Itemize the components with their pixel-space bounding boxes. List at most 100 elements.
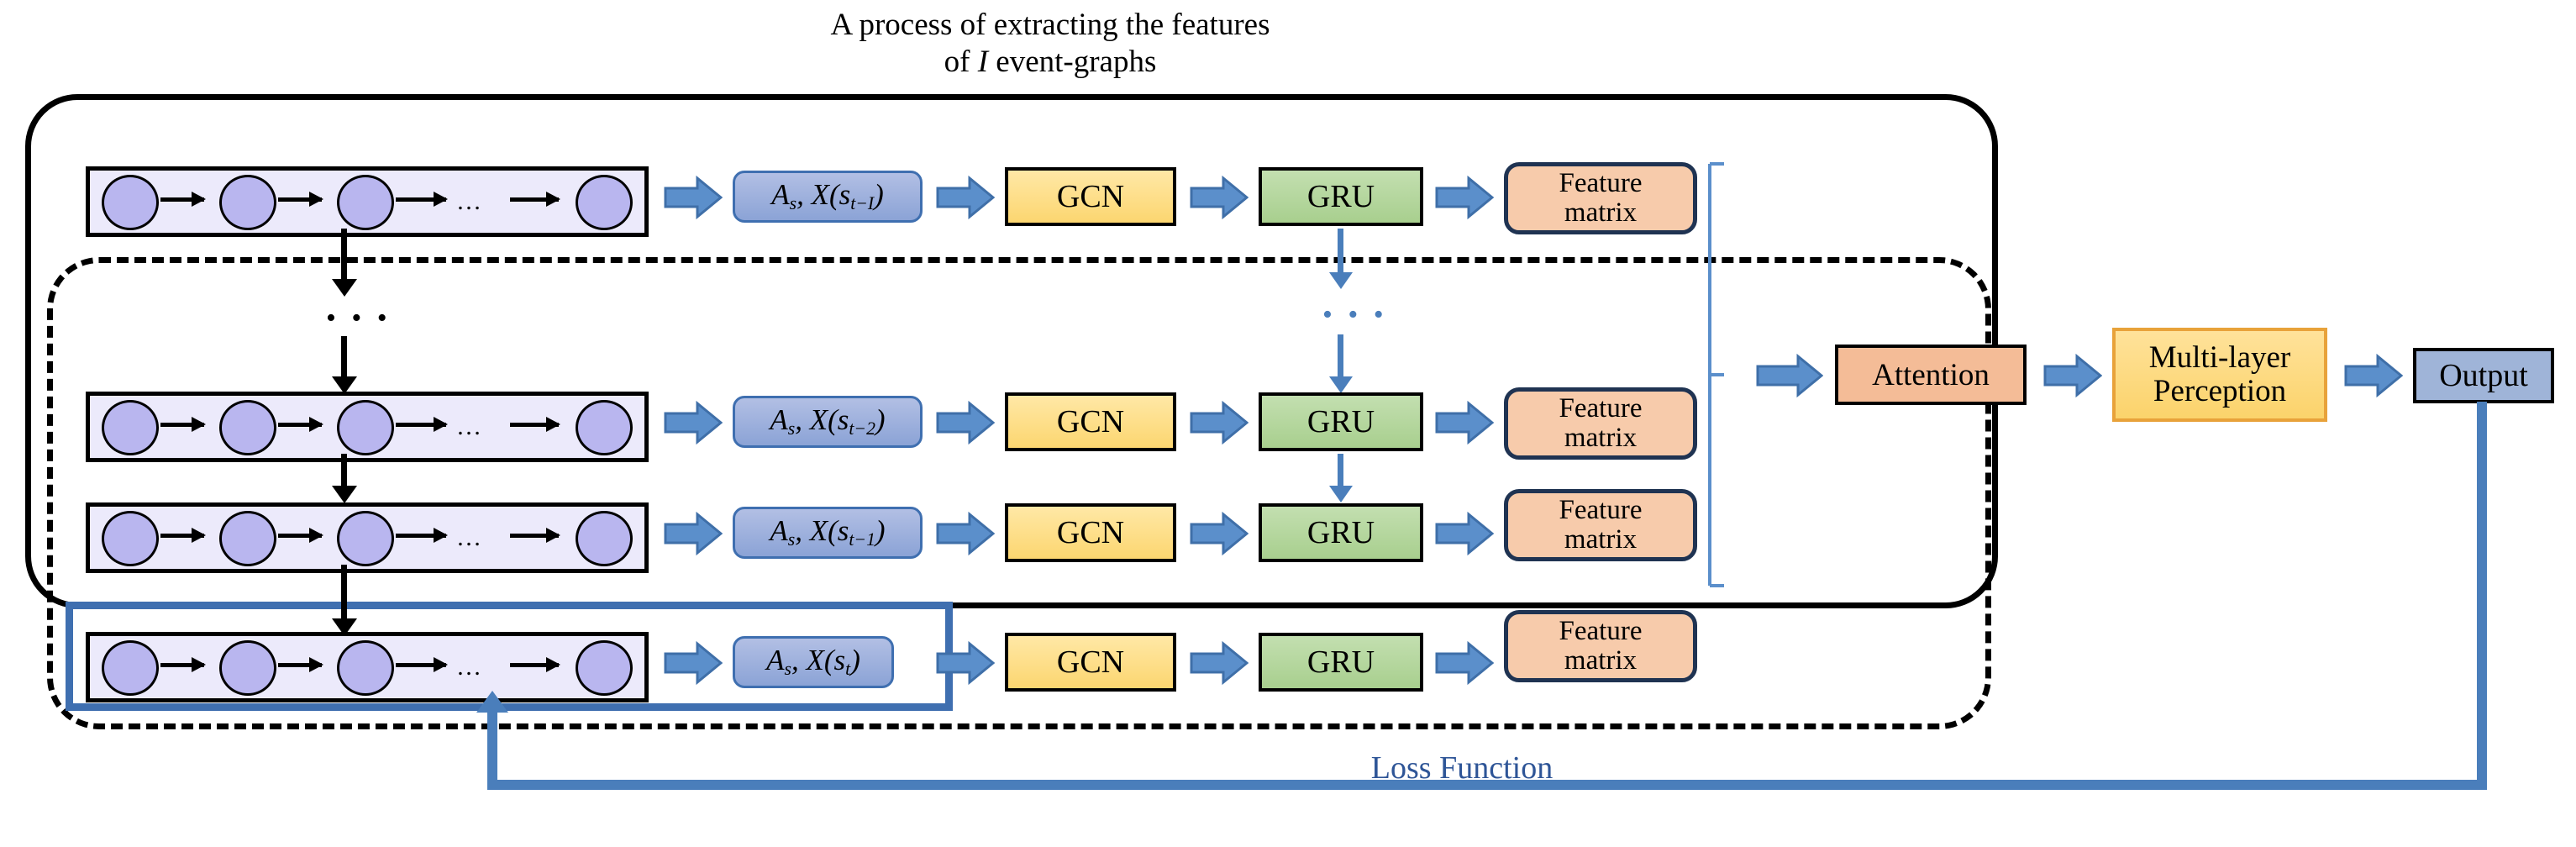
input-formula-box: As, X(st−I)	[733, 171, 923, 223]
event-node	[337, 400, 394, 455]
output-label: Output	[2439, 358, 2528, 393]
gru-label: GRU	[1306, 515, 1375, 550]
event-node	[219, 640, 276, 696]
gcn-box: GCN	[1005, 503, 1176, 562]
flow-arrow	[1190, 175, 1249, 220]
event-graph-strip: …	[86, 166, 649, 237]
gcn-label: GCN	[1056, 179, 1125, 214]
feature-matrix-box: Feature matrix	[1504, 387, 1697, 460]
graph-chain-arrowhead	[332, 486, 357, 503]
feature-line-2: matrix	[1564, 423, 1638, 453]
feature-line-1: Feature	[1559, 393, 1643, 424]
gcn-label: GCN	[1056, 515, 1125, 550]
feature-line-1: Feature	[1559, 495, 1643, 526]
event-graph-ellipsis: …	[456, 413, 485, 440]
gru-box: GRU	[1259, 167, 1423, 226]
event-edge-arrow	[510, 192, 560, 207]
event-node	[102, 400, 159, 455]
event-node	[219, 511, 276, 566]
mlp-box: Multi-layer Perception	[2112, 328, 2327, 422]
inner-dashed-container	[47, 257, 1991, 729]
event-graph-strip: …	[86, 632, 649, 702]
event-graph-strip: …	[86, 502, 649, 573]
loss-path-arrowhead	[476, 691, 508, 713]
flow-arrow	[1190, 511, 1249, 556]
attention-label: Attention	[1872, 357, 1990, 392]
gru-chain-ellipsis: • • •	[1322, 299, 1388, 330]
feature-matrix-box: Feature matrix	[1504, 162, 1697, 234]
flow-arrow	[1435, 400, 1494, 445]
event-edge-arrow	[510, 657, 560, 672]
event-edge-arrow	[396, 417, 448, 432]
feature-line-2: matrix	[1564, 524, 1638, 555]
graph-chain-line	[341, 454, 347, 489]
graph-chain-line	[341, 336, 347, 378]
feature-line-2: matrix	[1564, 645, 1638, 676]
flow-arrow	[936, 175, 995, 220]
feature-line-2: matrix	[1564, 197, 1638, 228]
gru-label: GRU	[1306, 404, 1375, 439]
formula-text: As, X(st−I)	[771, 178, 884, 214]
graph-chain-arrowhead	[332, 279, 357, 297]
input-formula-box: As, X(st−2)	[733, 396, 923, 448]
flow-arrow	[1190, 400, 1249, 445]
gcn-box: GCN	[1005, 633, 1176, 692]
event-node	[576, 175, 633, 230]
flow-arrow	[1435, 511, 1494, 556]
event-edge-arrow	[510, 528, 560, 543]
graph-chain-line	[341, 565, 347, 622]
gru-chain-line	[1338, 229, 1343, 274]
event-edge-arrow	[160, 417, 206, 432]
input-formula-box: As, X(st)	[733, 636, 894, 688]
event-node	[102, 640, 159, 696]
event-node	[576, 400, 633, 455]
diagram-title: A process of extracting the features of …	[723, 7, 1378, 80]
gru-box: GRU	[1259, 392, 1423, 451]
event-graph-strip: …	[86, 392, 649, 462]
gru-label: GRU	[1306, 644, 1375, 680]
title-line-2: of I event-graphs	[944, 44, 1157, 79]
event-node	[102, 511, 159, 566]
event-graph-ellipsis: …	[456, 653, 485, 681]
graph-chain-line	[341, 229, 347, 281]
loss-path-horizontal	[487, 780, 2487, 790]
gru-chain-arrowhead	[1329, 486, 1353, 502]
feature-matrix-box: Feature matrix	[1504, 610, 1697, 682]
gru-chain-arrowhead	[1329, 272, 1353, 289]
event-edge-arrow	[278, 192, 323, 207]
gcn-box: GCN	[1005, 167, 1176, 226]
flow-arrow	[936, 640, 995, 686]
event-node	[102, 175, 159, 230]
flow-arrow	[664, 640, 723, 686]
formula-text: As, X(st−2)	[770, 403, 886, 439]
formula-text: As, X(st)	[766, 644, 860, 680]
flow-arrow	[2344, 353, 2403, 398]
gcn-label: GCN	[1056, 644, 1125, 680]
flow-arrow	[664, 175, 723, 220]
input-formula-box: As, X(st−1)	[733, 507, 923, 559]
gcn-box: GCN	[1005, 392, 1176, 451]
output-box: Output	[2413, 348, 2554, 403]
flow-arrow	[2043, 353, 2102, 398]
event-node	[337, 175, 394, 230]
flow-arrow	[1190, 640, 1249, 686]
gru-box: GRU	[1259, 633, 1423, 692]
loss-path-vertical-left	[487, 711, 497, 790]
flow-arrow	[1435, 640, 1494, 686]
graph-chain-arrowhead	[332, 618, 357, 636]
event-edge-arrow	[278, 657, 323, 672]
event-edge-arrow	[510, 417, 560, 432]
gru-chain-line	[1338, 454, 1343, 487]
event-edge-arrow	[396, 192, 448, 207]
event-edge-arrow	[396, 657, 448, 672]
event-edge-arrow	[278, 417, 323, 432]
flow-arrow	[1756, 353, 1823, 398]
gru-box: GRU	[1259, 503, 1423, 562]
feature-matrix-box: Feature matrix	[1504, 489, 1697, 561]
loss-path-vertical-right	[2477, 402, 2487, 790]
gru-label: GRU	[1306, 179, 1375, 214]
gru-chain-line	[1338, 334, 1343, 378]
mlp-line-2: Perception	[2153, 374, 2287, 408]
event-edge-arrow	[160, 657, 206, 672]
